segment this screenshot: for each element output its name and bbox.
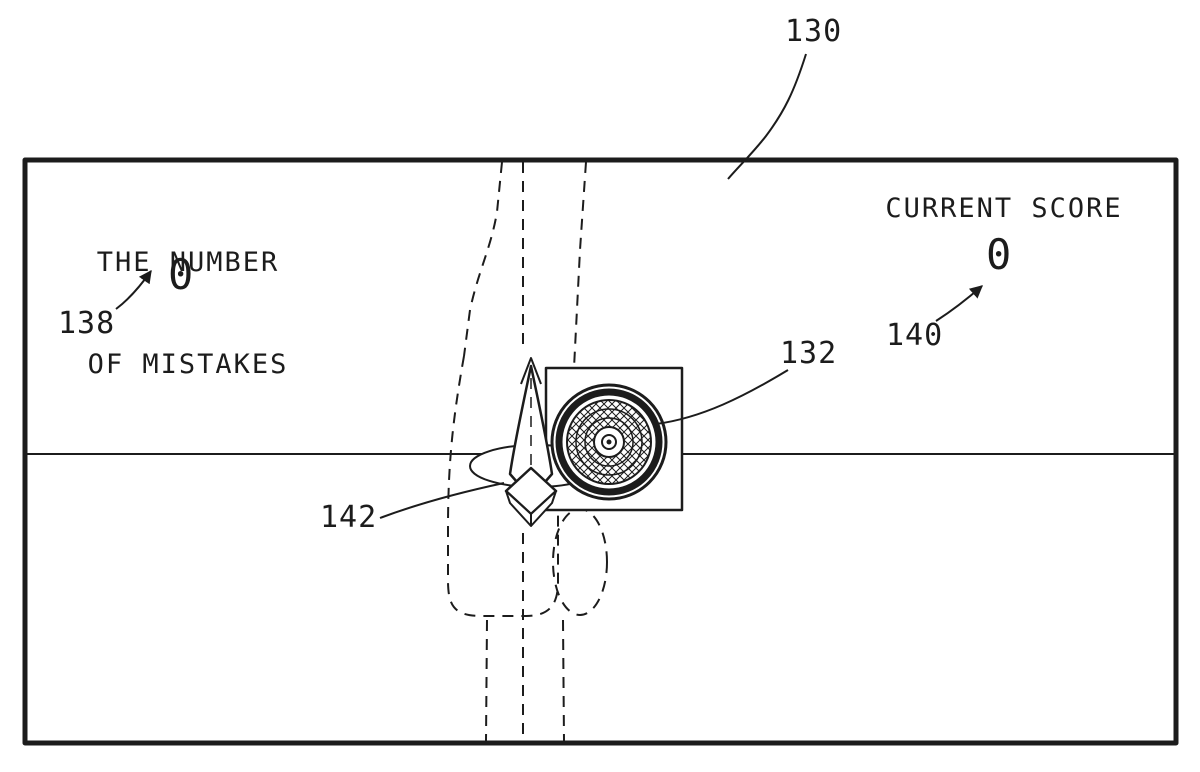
leader-line-132 [655, 369, 789, 425]
leader-arrow-140 [935, 285, 983, 322]
bullseye-target [550, 383, 668, 501]
lane-line-left-bottom [485, 619, 488, 742]
mistakes-label: THE NUMBER OF MISTAKES [80, 178, 296, 450]
ref-label-130: 130 [785, 14, 843, 49]
dart-pointer [504, 357, 558, 527]
mistakes-value: 0 [168, 250, 194, 299]
ref-label-142: 142 [320, 500, 378, 535]
mistakes-label-line2: OF MISTAKES [87, 349, 289, 380]
bullseye-dark-ring [555, 388, 663, 496]
ref-label-132: 132 [780, 336, 838, 371]
bullseye-center-dot [606, 439, 612, 445]
bullseye-ring-2 [584, 417, 634, 467]
mistakes-label-line1: THE NUMBER [96, 247, 280, 278]
ref-label-140: 140 [886, 318, 944, 353]
leader-arrow-138 [115, 269, 152, 310]
screen-border [22, 157, 1179, 746]
bullseye-inner-ring [601, 434, 617, 450]
leader-line-142 [379, 482, 505, 519]
ref-label-138: 138 [58, 306, 116, 341]
score-label: CURRENT SCORE [885, 193, 1123, 224]
lane-line-left-top [463, 161, 503, 357]
lane-line-right-top [573, 161, 587, 369]
wheel-ellipse-dashed [552, 508, 608, 616]
vehicle-outline-dashed [447, 355, 559, 617]
bullseye-ring-3 [575, 408, 643, 476]
lane-line-right-bottom [562, 619, 565, 742]
leader-line-130 [727, 53, 807, 180]
dashed-lane-markings [463, 161, 587, 742]
score-value: 0 [986, 230, 1012, 279]
